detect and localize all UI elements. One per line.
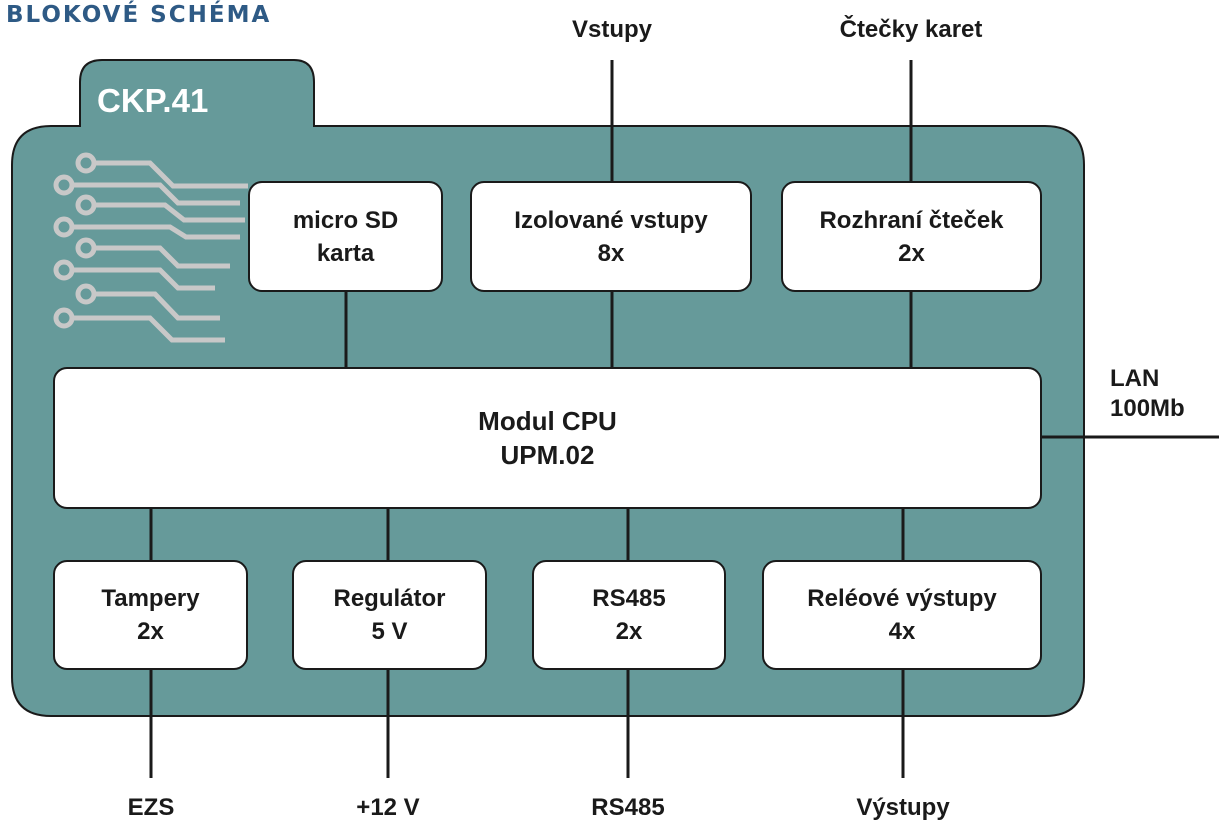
- block-reader-interface-line2: 2x: [898, 239, 925, 267]
- block-isolated-inputs-line2: 8x: [597, 239, 625, 267]
- block-isolated-inputs: Izolované vstupy 8x: [470, 181, 752, 292]
- device-name: CKP.41: [97, 82, 209, 119]
- block-regulator: Regulátor 5 V: [292, 560, 487, 670]
- label-card-readers: Čtečky karet: [839, 16, 983, 43]
- block-cpu-line1: Modul CPU: [478, 406, 617, 436]
- label-rs485-bus: RS485: [591, 794, 665, 821]
- label-ezs: EZS: [127, 794, 175, 821]
- label-lan-speed: 100Mb: [1110, 395, 1185, 422]
- block-tampers-line1: Tampery: [101, 585, 200, 612]
- block-relay-outputs: Reléové výstupy 4x: [762, 560, 1042, 670]
- circuit-traces-icon: [53, 152, 248, 343]
- block-cpu-line2: UPM.02: [500, 440, 595, 470]
- label-inputs: Vstupy: [571, 16, 652, 43]
- block-rs485: RS485 2x: [532, 560, 726, 670]
- block-micro-sd-line2: karta: [316, 239, 375, 267]
- diagram-heading: BLOKOVÉ SCHÉMA: [6, 2, 272, 28]
- label-lan: LAN 100Mb: [1110, 364, 1185, 424]
- label-lan-type: LAN: [1110, 365, 1160, 392]
- block-regulator-line1: Regulátor: [333, 585, 446, 612]
- block-relay-outputs-line2: 4x: [888, 618, 916, 645]
- connection-lines: [149, 60, 1219, 778]
- block-tampers: Tampery 2x: [53, 560, 248, 670]
- block-cpu-module: Modul CPU UPM.02: [53, 367, 1042, 509]
- label-outputs: Výstupy: [856, 794, 950, 821]
- block-relay-outputs-line1: Reléové výstupy: [807, 585, 997, 612]
- block-rs485-line2: 2x: [615, 618, 643, 645]
- block-micro-sd-line1: micro SD: [292, 206, 399, 234]
- block-tampers-line2: 2x: [137, 618, 164, 645]
- block-micro-sd: micro SD karta: [248, 181, 443, 292]
- label-power-12v: +12 V: [356, 794, 420, 821]
- block-regulator-line2: 5 V: [371, 618, 408, 645]
- block-rs485-line1: RS485: [592, 585, 666, 612]
- block-reader-interface: Rozhraní čteček 2x: [781, 181, 1042, 292]
- block-isolated-inputs-line1: Izolované vstupy: [514, 206, 708, 234]
- block-reader-interface-line1: Rozhraní čteček: [819, 206, 1004, 234]
